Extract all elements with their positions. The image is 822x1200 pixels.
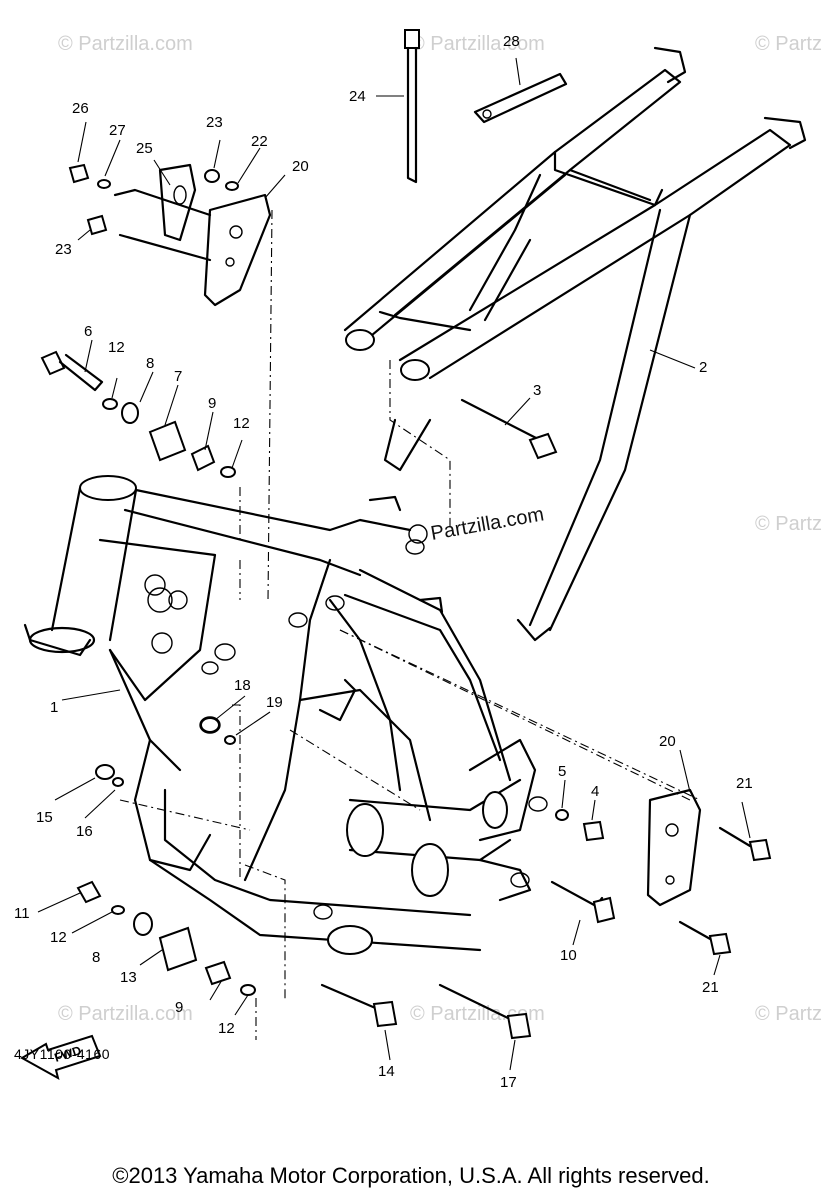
- assembly-lines: [119, 209, 701, 1040]
- callout-6: 6: [84, 323, 92, 340]
- callout-23: 23: [206, 114, 223, 131]
- callout-15: 15: [36, 809, 53, 826]
- callout-23: 23: [55, 241, 72, 258]
- callout-9: 9: [175, 999, 183, 1016]
- callout-21: 21: [702, 979, 719, 996]
- callout-20: 20: [659, 733, 676, 750]
- callout-27: 27: [109, 122, 126, 139]
- main-frame: [23, 475, 548, 955]
- fasteners-upper: [68, 163, 239, 236]
- callout-1: 1: [50, 699, 58, 716]
- callout-12: 12: [50, 929, 67, 946]
- watermark: © Partzilla.com: [410, 33, 545, 55]
- callout-24: 24: [349, 88, 366, 105]
- callout-9: 9: [208, 395, 216, 412]
- callout-2: 2: [699, 359, 707, 376]
- callout-8: 8: [92, 949, 100, 966]
- callout-8: 8: [146, 355, 154, 372]
- rear-subframe: [343, 46, 807, 642]
- engine-bracket-lower: [646, 788, 702, 907]
- watermark: © Partzilla.com: [58, 33, 193, 55]
- callout-11: 11: [14, 905, 30, 922]
- bolts-misc: [95, 398, 772, 1040]
- callout-26: 26: [72, 100, 89, 117]
- watermark: © Partzilla.com: [755, 1003, 822, 1025]
- watermark: © Partzilla.com: [58, 1003, 193, 1025]
- callout-14: 14: [378, 1063, 395, 1080]
- diagram-code: 4JY1100-4160: [14, 1046, 111, 1062]
- stay: [473, 72, 568, 124]
- callout-numbers: 1 2 3 4 5 6 7 8 8 9 9 10 11 12 12 12 12 …: [14, 33, 753, 1091]
- callout-28: 28: [503, 33, 520, 50]
- callout-25: 25: [136, 140, 153, 157]
- callout-12: 12: [218, 1020, 235, 1037]
- callout-22: 22: [251, 133, 268, 150]
- callout-13: 13: [120, 969, 137, 986]
- callout-7: 7: [174, 368, 182, 385]
- callout-20: 20: [292, 158, 309, 175]
- callout-12: 12: [108, 339, 125, 356]
- leader-lines: [37, 57, 751, 1071]
- fwd-arrow-icon: FWD: [19, 1034, 102, 1080]
- watermark: © Partzilla.com: [755, 513, 822, 535]
- tie-strap: [404, 29, 420, 184]
- callout-12: 12: [233, 415, 250, 432]
- callout-5: 5: [558, 763, 566, 780]
- callout-17: 17: [500, 1074, 517, 1091]
- engine-mount-bolt-set-lower: [76, 880, 256, 996]
- svg-text:Partzilla.com: Partzilla.com: [429, 503, 546, 545]
- callout-16: 16: [76, 823, 93, 840]
- callout-3: 3: [533, 382, 541, 399]
- callout-10: 10: [560, 947, 577, 964]
- callout-4: 4: [591, 783, 599, 800]
- copyright-notice: ©2013 Yamaha Motor Corporation, U.S.A. A…: [112, 1163, 710, 1188]
- engine-bracket-upper: [113, 163, 272, 307]
- callout-21: 21: [736, 775, 753, 792]
- watermark: © Partzilla.com: [755, 33, 822, 55]
- callout-18: 18: [234, 677, 251, 694]
- engine-mount-bolt-set: [40, 350, 236, 478]
- center-watermark: Partzilla.com: [408, 503, 546, 545]
- callout-19: 19: [266, 694, 283, 711]
